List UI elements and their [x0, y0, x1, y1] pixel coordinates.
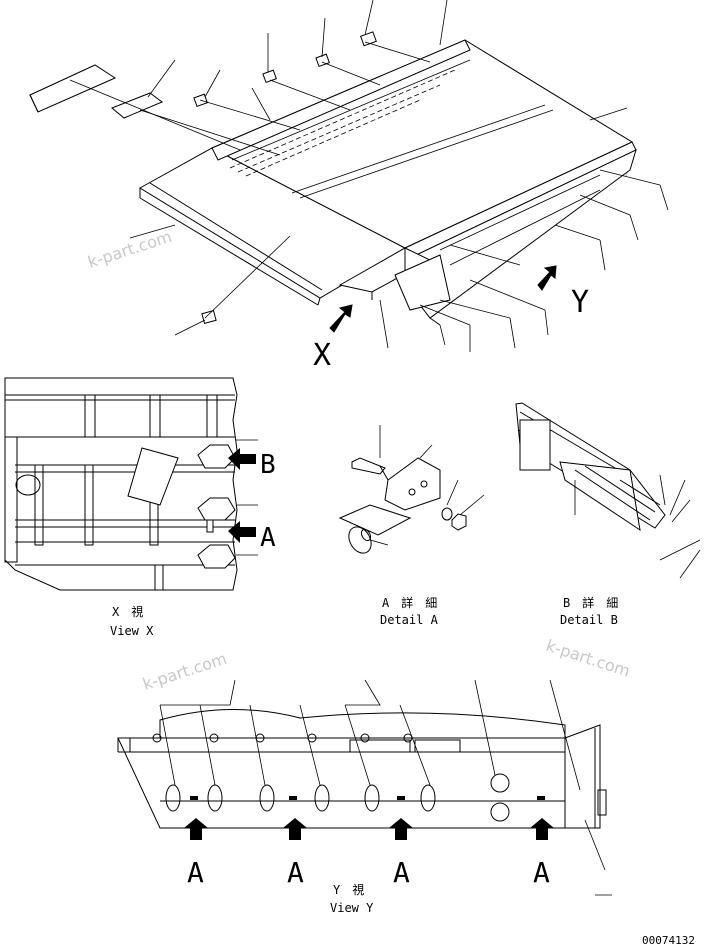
main-assembly-drawing [29, 0, 669, 352]
view-y-callout-a-1: A [187, 856, 204, 889]
drawing-number: 00074132 [642, 934, 695, 946]
detail-b-caption-jp: B 詳 細 [563, 595, 618, 610]
watermark-1: k-part.com [85, 227, 174, 272]
detail-b-caption-en: Detail B [560, 613, 618, 627]
view-y-arrow-icon [530, 818, 554, 840]
detail-a-caption-en: Detail A [380, 613, 439, 627]
view-y-arrow-icon [283, 818, 307, 840]
view-x-caption-jp: X 視 [112, 604, 143, 619]
view-x-drawing [4, 377, 258, 591]
view-y-callout-a-2: A [287, 856, 304, 889]
view-x-caption-en: View X [110, 624, 154, 638]
view-y-caption-en: View Y [330, 901, 374, 915]
view-y-callout-a-3: A [393, 856, 410, 889]
view-y-arrow-icon [389, 818, 413, 840]
view-y-callout-a-4: A [533, 856, 550, 889]
view-y-arrow-icon [184, 818, 208, 840]
view-x-letter: X [313, 338, 331, 373]
callout-b-label: B [260, 450, 276, 480]
view-y-letter: Y [571, 285, 589, 320]
watermark-4: k-part.com [544, 636, 633, 681]
watermark-3: k-part.com [140, 649, 229, 694]
arrow-y-icon [537, 265, 557, 291]
callout-a-arrow-icon [228, 521, 256, 543]
view-y-drawing [117, 679, 612, 896]
callout-a-label: A [260, 523, 276, 553]
detail-b-drawing [515, 402, 701, 579]
callout-b-arrow-icon [228, 448, 256, 470]
arrow-x-icon [329, 304, 353, 333]
detail-a-caption-jp: A 詳 細 [382, 595, 437, 610]
view-y-caption-jp: Y 視 [333, 882, 364, 897]
detail-a-drawing [338, 425, 485, 554]
